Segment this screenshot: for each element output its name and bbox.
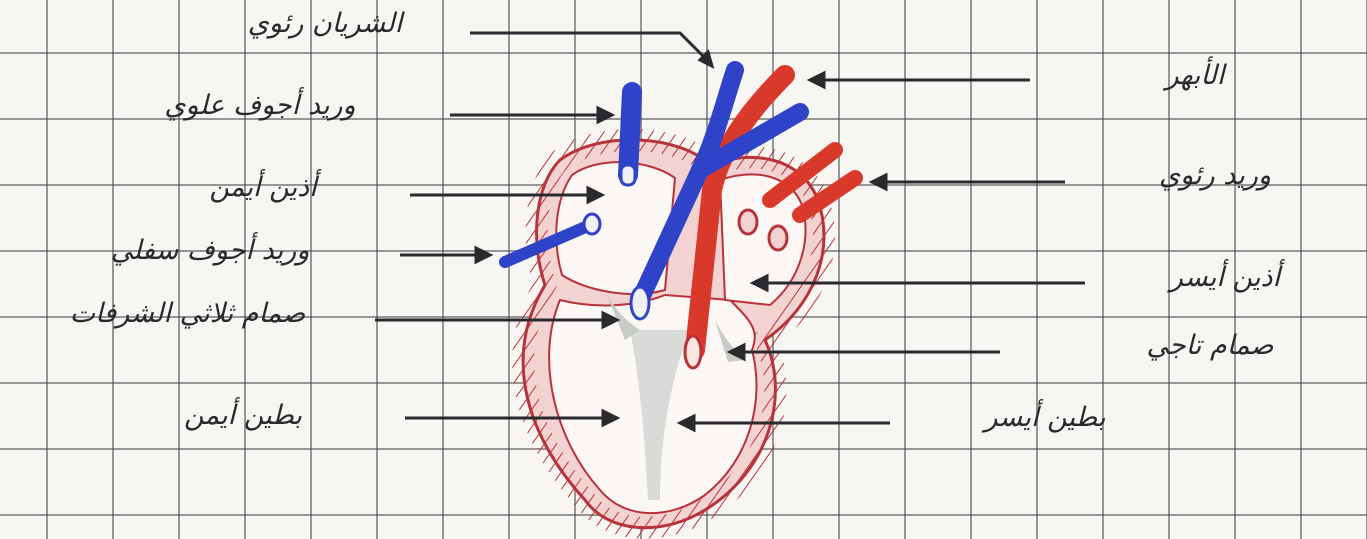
label-aorta: الأبهر — [1080, 60, 1310, 91]
label-right-ventricle: بطين أيمن — [118, 400, 368, 431]
label-pulmonary-artery: الشريان رئوي — [190, 8, 460, 39]
label-right-atrium: أذين أيمن — [138, 172, 388, 203]
label-superior-vena-cava: وريد أجوف علوي — [100, 90, 420, 121]
superior-vena-cava-vessel — [621, 92, 635, 185]
label-left-atrium: أذين أيسر — [1090, 262, 1360, 293]
label-mitral-valve: صمام تاجي — [1060, 330, 1360, 361]
label-left-ventricle: بطين أيسر — [910, 402, 1180, 433]
label-inferior-vena-cava: وريد أجوف سفلي — [30, 235, 390, 266]
label-tricuspid-valve: صمام ثلاثي الشرفات — [5, 298, 370, 329]
label-pulmonary-vein: وريد رئوي — [1080, 160, 1350, 191]
